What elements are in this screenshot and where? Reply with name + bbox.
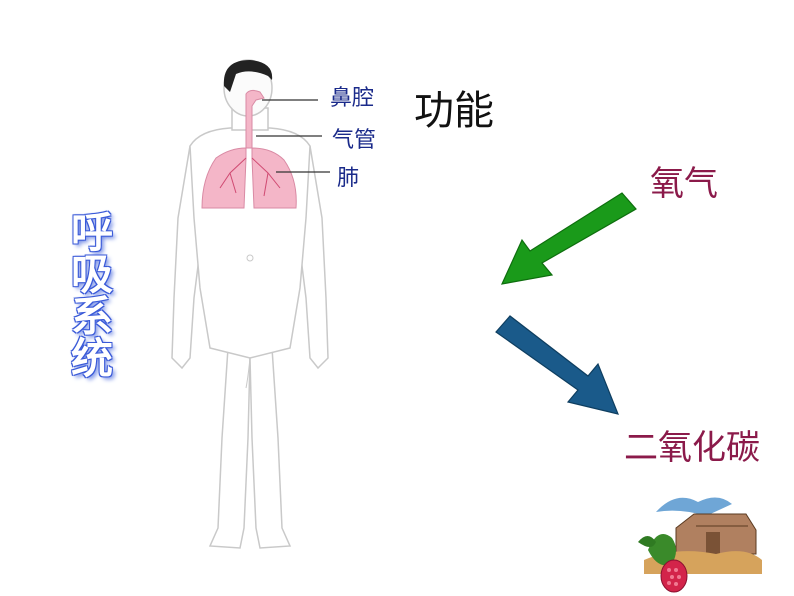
title-char-2: 吸 (70, 250, 113, 299)
label-lung: 肺 (337, 166, 360, 191)
slide-title-vertical: 呼 吸 系 统 (62, 212, 122, 380)
function-title: 功能 (414, 88, 494, 134)
label-trachea: 气管 (332, 128, 377, 153)
title-char-1: 呼 (70, 208, 113, 257)
human-body-illustration (171, 59, 329, 549)
label-nasal-cavity: 鼻腔 (330, 86, 375, 111)
carbon-dioxide-out-arrow (495, 315, 619, 415)
farm-clipart (638, 497, 762, 593)
oxygen-in-arrow (500, 192, 637, 285)
title-char-4: 统 (70, 334, 113, 383)
title-char-3: 系 (70, 292, 113, 341)
oxygen-label: 氧气 (650, 164, 718, 204)
carbon-dioxide-label: 二氧化碳 (624, 428, 760, 468)
